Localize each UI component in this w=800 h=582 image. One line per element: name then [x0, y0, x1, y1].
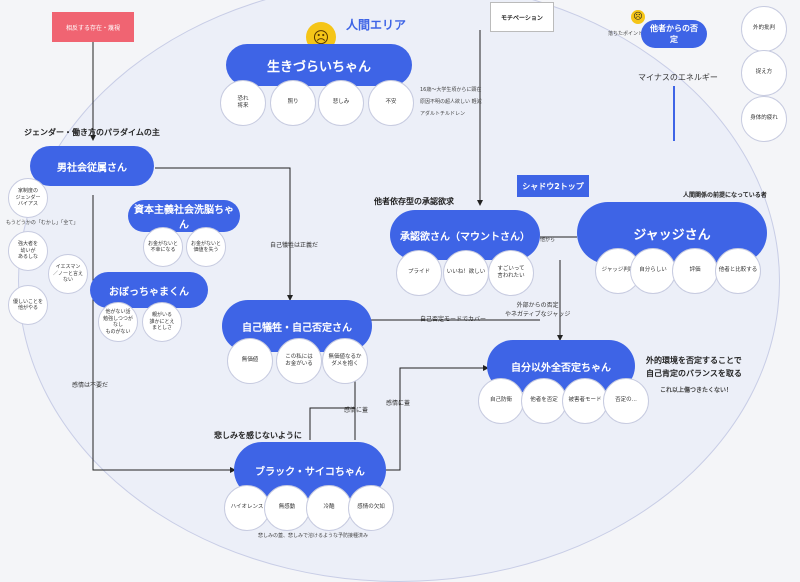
jiko-bubble-2: この私には お金がいる [276, 338, 322, 384]
edge-black-feel [309, 407, 355, 440]
ijigai-right-heading-2: 自己肯定のバランスを取る [646, 369, 742, 378]
shadow-box: シャドウ2トップ [517, 175, 589, 197]
top-left-box: 相反する存在・蔑視 [52, 12, 134, 42]
ijigai-right-note: これ以上傷つきたくない！ [660, 387, 733, 394]
right-circle-2: 捉え方 [741, 50, 787, 96]
otoko-bubble-2: 強大者を 幼いが あるしな [8, 231, 48, 271]
edge-label-external: 外部からの否定 やネガティブなジャッジ [505, 302, 571, 318]
ikizurai-bubble-4: 不安 [368, 80, 414, 126]
ikizurai-note-2: 原因不明の超人欲しい 軽減 [420, 99, 482, 105]
motivation-box: モチベーション [490, 2, 554, 32]
shonin-bubble-3: すごいって 言われたい [488, 250, 534, 296]
ikizurai-note-3: アダルトチルドレン [420, 111, 466, 117]
black-bubble-3: 冷酷 [306, 485, 352, 531]
diagram-canvas: 相反する存在・蔑視 モチベーション ☹ 人間エリア 生きづらいちゃん 恐れ 将来… [6, 0, 787, 582]
paradigm-heading: ジェンダー・働き方のパラダイムの主 [24, 128, 160, 137]
obocchama-node: おぼっちゃまくん [90, 272, 208, 308]
black-bubble-2: 無感動 [264, 485, 310, 531]
obocchama-bubble-1: 他がない話 勉強しつつがなし ものがない [98, 302, 138, 342]
worried-emoji-icon: ☹ [631, 10, 645, 24]
otoko-side-bubble: イエスマン ／ノーと言えない [48, 254, 88, 294]
ikizurai-bubble-2: 照り [270, 80, 316, 126]
ijigai-bubble-3: 被害者モード [562, 378, 608, 424]
edge-label-feelings: 感情は不要だ [72, 382, 109, 389]
black-footer: 悲しみの蓋、悲しみで溶けるような予防接種済み [258, 533, 369, 539]
right-circle-3: 身体的疲れ [741, 96, 787, 142]
black-bubble-4: 感情の欠如 [348, 485, 394, 531]
shihon-bubble-2: お金がないと 価値を失う [186, 227, 226, 267]
otoko-bubble-3: 優しいことを 他がやる [8, 285, 48, 325]
shihon-bubble-1: お金がないと 不幸になる [143, 227, 183, 267]
edge-label-cover: 自己否定モードでカバー [420, 316, 487, 323]
ijigai-right-heading-1: 外的環境を否定することで [646, 356, 742, 365]
shonin-heading: 他者依存型の承認欲求 [374, 197, 454, 206]
edge-label-feel-1: 感情に蓋 [344, 407, 369, 414]
jiko-bubble-3: 無価値なるか ダメを抱く [322, 338, 368, 384]
denial-note: 落ちたポイント [608, 31, 644, 37]
otoko-note: もうどうかの「むかし」「全て」 [6, 220, 79, 226]
judge-heading: 人間関係の前提になっている者 [683, 192, 767, 199]
jiko-bubble-1: 無価値 [227, 338, 273, 384]
denial-energy-line [673, 86, 675, 141]
shihon-node: 資本主義社会洗脳ちゃん [128, 200, 240, 232]
obocchama-bubble-2: 親がいる 誰かにとえ まとしさ [142, 302, 182, 342]
denial-energy-label: マイナスのエネルギー [638, 73, 718, 82]
judge-bubble-2: 自分らしい [630, 248, 676, 294]
denial-node: 他者からの否定 [641, 20, 707, 48]
shonin-bubble-1: プライド [396, 250, 442, 296]
otoko-node: 男社会従属さん [30, 146, 154, 186]
ijigai-bubble-4: 否定の... [603, 378, 649, 424]
ikizurai-note-1: 16歳～大学生頃からに顕在 [420, 87, 482, 93]
black-heading: 悲しみを感じないように [214, 431, 302, 440]
judge-bubble-3: 評価 [672, 248, 718, 294]
ikizurai-bubble-3: 悲しみ [318, 80, 364, 126]
right-circle-1: 外的批判 [741, 6, 787, 52]
edge-black-ijigai [385, 365, 489, 471]
edge-label-self-sacrifice: 自己犠牲は正義だ [270, 242, 319, 249]
ijigai-bubble-1: 自己防衛 [478, 378, 524, 424]
edge-label-kyokuji: 他から [540, 237, 556, 243]
ikizurai-bubble-1: 恐れ 将来 [220, 80, 266, 126]
ijigai-bubble-2: 他者を否定 [521, 378, 567, 424]
judge-bubble-4: 他者と比較する [715, 248, 761, 294]
otoko-bubble-1: 家制度の ジェンダー バイアス [8, 178, 48, 218]
ikizurai-node: 生きづらいちゃん [226, 44, 412, 86]
area-title: 人間エリア [346, 18, 407, 32]
shonin-bubble-2: いいね！欲しい [443, 250, 489, 296]
edge-label-feel-2: 感情に蓋 [386, 400, 411, 407]
edge-otoko-jiko [155, 167, 293, 301]
